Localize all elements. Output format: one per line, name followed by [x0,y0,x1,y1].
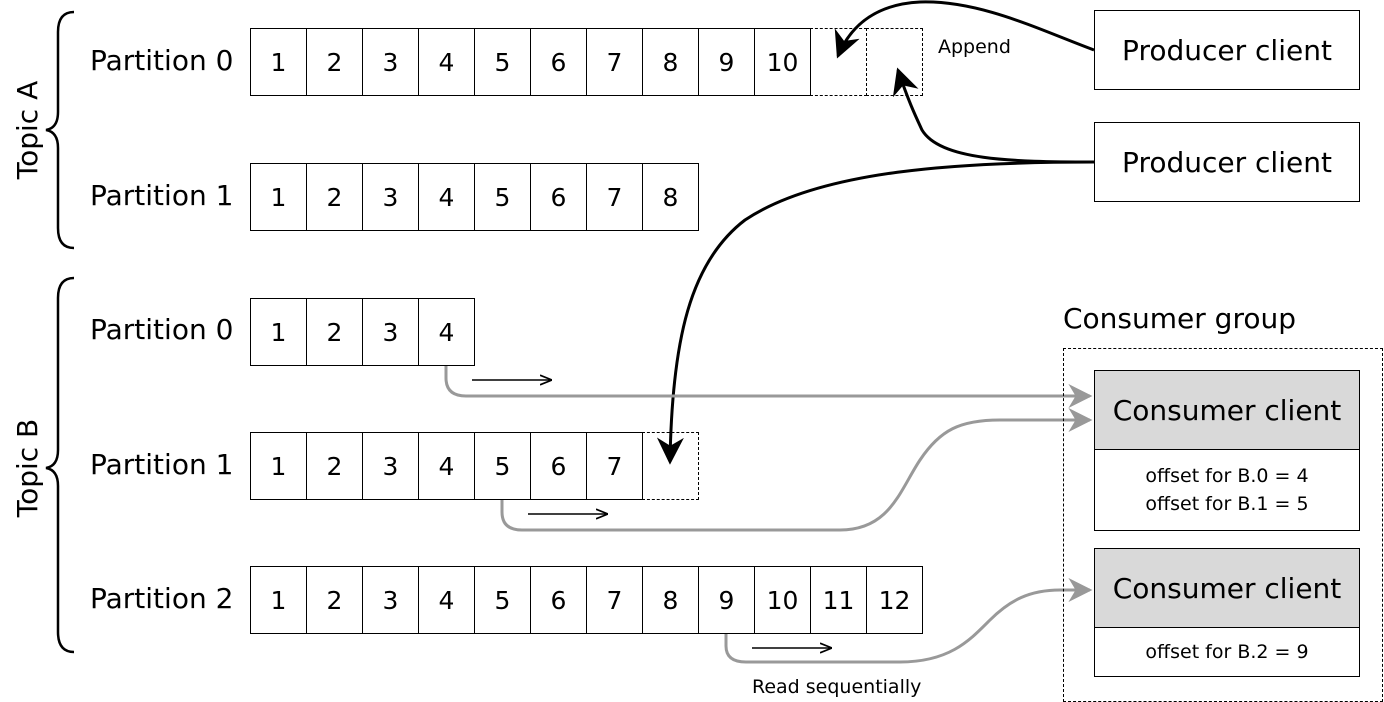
message-cell: 6 [530,566,587,634]
message-cell: 6 [530,28,587,96]
message-cell: 2 [306,163,363,231]
message-cell: 3 [362,163,419,231]
topic-b-partition-1-label: Partition 1 [90,448,234,481]
message-cell: 4 [418,432,475,500]
message-cell: 10 [754,566,811,634]
consumer-client-1-label: Consumer client [1112,393,1342,427]
producer-client-2: Producer client [1094,122,1360,202]
topic-a-partition-0-label: Partition 0 [90,44,234,77]
message-cell: 9 [698,28,755,96]
pending-append-slot [810,28,867,96]
consumer-client-2-label: Consumer client [1112,571,1342,605]
message-cell: 12 [866,566,923,634]
message-cell: 3 [362,298,419,366]
message-cell: 11 [810,566,867,634]
producer-2-topic-a-arrow [892,67,1095,164]
message-cell: 9 [698,566,755,634]
message-cell: 3 [362,28,419,96]
message-cell: 1 [250,28,307,96]
producer-2-topic-b-arrow [656,160,1095,465]
topic-b-label: Topic B [11,418,44,518]
message-cell: 4 [418,163,475,231]
topic-b-partition-0-label: Partition 0 [90,313,234,346]
topic-b-partition-2-label: Partition 2 [90,582,234,615]
consumer-client-2-offsets: offset for B.2 = 9 [1094,627,1360,677]
message-cell: 4 [418,28,475,96]
message-cell: 7 [586,566,643,634]
read-arrow-b0 [444,366,1093,408]
producer-client-2-label: Producer client [1122,145,1332,179]
message-cell: 4 [418,298,475,366]
message-cell: 8 [642,28,699,96]
message-cell: 2 [306,298,363,366]
read-sequentially-annotation: Read sequentially [752,676,922,698]
message-cell: 3 [362,432,419,500]
append-annotation: Append [938,36,1011,58]
message-cell: 1 [250,163,307,231]
producer-1-append-arrow [834,0,1095,59]
message-cell: 1 [250,298,307,366]
message-cell: 5 [474,432,531,500]
message-cell: 5 [474,566,531,634]
message-cell: 2 [306,28,363,96]
read-arrow-b1 [500,408,1093,532]
message-cell: 2 [306,432,363,500]
message-cell: 1 [250,566,307,634]
message-cell: 10 [754,28,811,96]
topic-a-brace [45,10,75,250]
producer-client-1: Producer client [1094,10,1360,90]
offset-b2: offset for B.2 = 9 [1145,640,1309,663]
consumer-client-1-offsets: offset for B.0 = 4 offset for B.1 = 5 [1094,449,1360,531]
pending-append-slot [866,28,923,96]
message-cell: 6 [530,163,587,231]
message-cell: 1 [250,432,307,500]
consumer-client-2: Consumer client [1094,548,1360,628]
consumer-group-title: Consumer group [1063,302,1296,335]
offset-b1: offset for B.1 = 5 [1145,493,1309,515]
message-cell: 7 [586,28,643,96]
message-cell: 6 [530,432,587,500]
message-cell: 5 [474,163,531,231]
consumer-client-1: Consumer client [1094,370,1360,450]
message-cell: 3 [362,566,419,634]
read-arrow-b2 [724,578,1093,664]
message-cell: 8 [642,163,699,231]
pending-append-slot [642,432,699,500]
message-cell: 7 [586,432,643,500]
topic-a-label: Topic A [11,80,44,180]
producer-client-1-label: Producer client [1122,33,1332,67]
message-cell: 7 [586,163,643,231]
message-cell: 4 [418,566,475,634]
message-cell: 5 [474,28,531,96]
message-cell: 8 [642,566,699,634]
offset-b0: offset for B.0 = 4 [1145,464,1309,487]
topic-b-brace [45,276,75,654]
topic-a-partition-1-label: Partition 1 [90,179,234,212]
message-cell: 2 [306,566,363,634]
